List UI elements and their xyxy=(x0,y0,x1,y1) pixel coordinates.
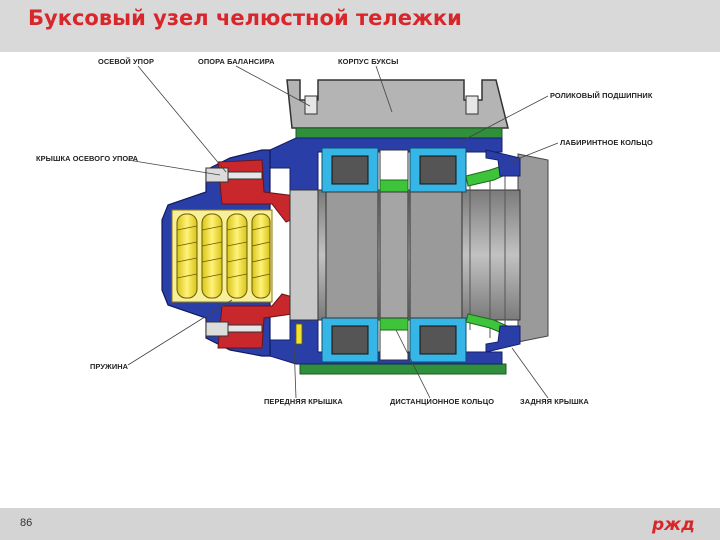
label-axial-stop: ОСЕВОЙ УПОР xyxy=(98,57,154,66)
spring-coils xyxy=(171,209,273,303)
label-spacer-ring: ДИСТАНЦИОННОЕ КОЛЬЦО xyxy=(390,397,494,406)
label-front-cover: ПЕРЕДНЯЯ КРЫШКА xyxy=(264,397,343,406)
label-labyrinth-ring: ЛАБИРИНТНОЕ КОЛЬЦО xyxy=(560,138,653,147)
spacer-ring xyxy=(379,149,409,361)
rzd-logo-icon: ржд xyxy=(651,515,695,535)
bolt-lower xyxy=(205,321,263,337)
axle-steps xyxy=(469,166,506,344)
bottom-green-plate xyxy=(299,363,507,375)
rear-cover-lower xyxy=(485,325,521,353)
label-axial-stop-cover: КРЫШКА ОСЕВОГО УПОРА xyxy=(36,154,139,163)
front-cover-plate xyxy=(289,189,319,321)
label-spring: ПРУЖИНА xyxy=(90,362,129,371)
page-number: 86 xyxy=(20,517,33,529)
axle-shaft xyxy=(517,153,549,343)
footer-bar: 86 ржд xyxy=(0,508,720,540)
label-balancer-support: ОПОРА БАЛАНСИРА xyxy=(198,57,275,66)
roller-bearing-right xyxy=(409,147,467,363)
rzd-logo-text: ржд xyxy=(651,515,695,535)
front-cover-yellow-washer xyxy=(295,323,303,345)
page-title: Буксовый узел челюстной тележки xyxy=(28,6,462,30)
bolt-upper xyxy=(205,167,263,183)
leader-lines xyxy=(127,65,559,399)
header-bar: Буксовый узел челюстной тележки xyxy=(0,0,720,52)
housing-slot-right xyxy=(465,95,479,115)
axle-box-diagram: ОСЕВОЙ УПОР ОПОРА БАЛАНСИРА КОРПУС БУКСЫ… xyxy=(36,57,653,406)
axle-box-housing xyxy=(286,79,509,129)
housing-slot-left xyxy=(304,95,318,115)
label-axle-box-housing: КОРПУС БУКСЫ xyxy=(338,57,398,66)
roller-bearing-left xyxy=(321,147,379,363)
label-rear-cover: ЗАДНЯЯ КРЫШКА xyxy=(520,397,589,406)
label-roller-bearing: РОЛИКОВЫЙ ПОДШИПНИК xyxy=(550,91,653,100)
